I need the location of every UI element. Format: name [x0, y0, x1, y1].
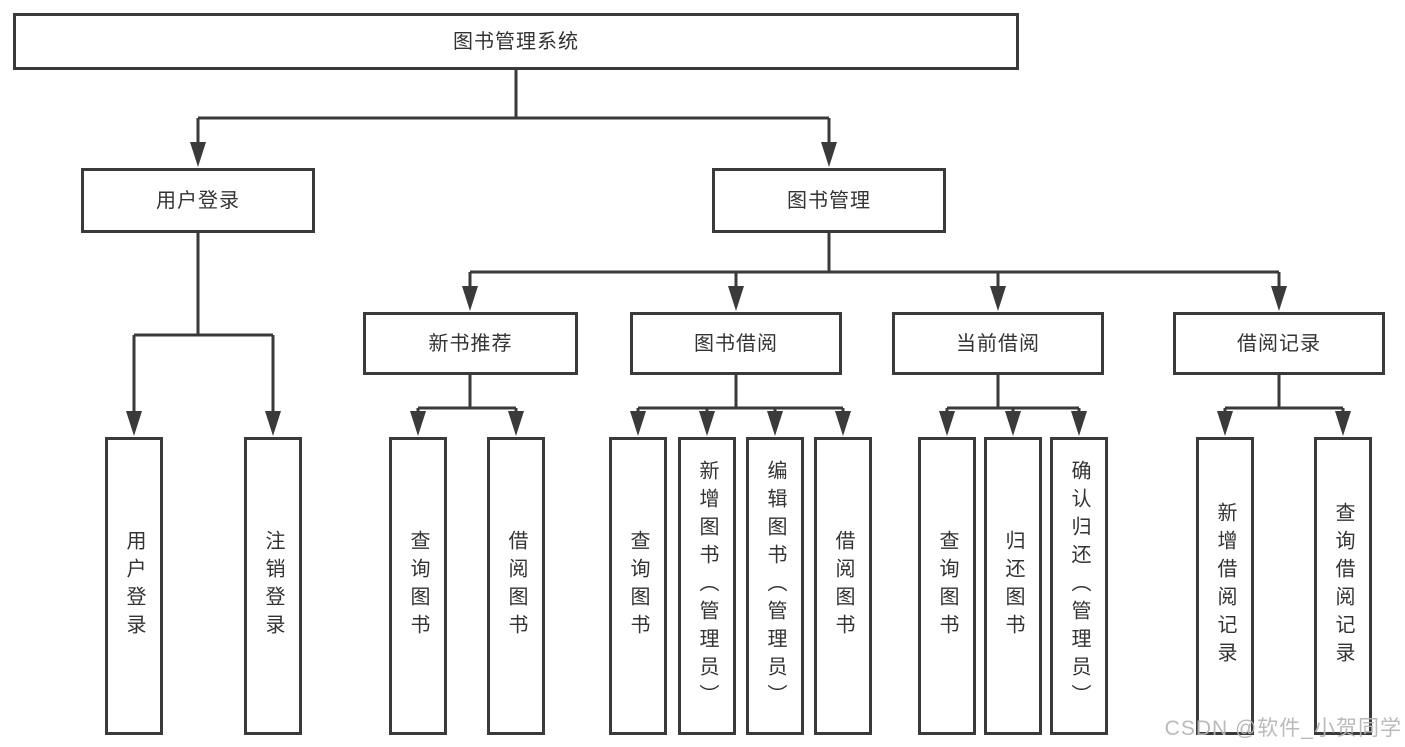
leaf-user-login: 用户登录 — [105, 437, 163, 735]
leaf-logout-login: 注销登录 — [244, 437, 302, 735]
leaf-current-return-books: 归还图书 — [984, 437, 1042, 735]
leaf-borrow-borrow-books: 借阅图书 — [814, 437, 872, 735]
node-borrowing-records: 借阅记录 — [1173, 312, 1385, 375]
leaf-records-query-record: 查询借阅记录 — [1314, 437, 1372, 735]
leaf-current-query-books: 查询图书 — [918, 437, 976, 735]
leaf-borrow-query-books: 查询图书 — [609, 437, 667, 735]
node-current-borrowing: 当前借阅 — [892, 312, 1104, 375]
node-book-management: 图书管理 — [712, 168, 946, 233]
node-book-borrowing: 图书借阅 — [630, 312, 842, 375]
leaf-rec-borrow-books: 借阅图书 — [487, 437, 545, 735]
watermark: CSDN @软件_小贺同学 — [1164, 717, 1402, 740]
leaf-borrow-edit-books-admin: 编辑图书（管理员） — [746, 437, 804, 735]
leaf-borrow-add-books-admin: 新增图书（管理员） — [678, 437, 736, 735]
leaf-current-confirm-return-admin: 确认归还（管理员） — [1050, 437, 1108, 735]
leaf-records-add-record: 新增借阅记录 — [1196, 437, 1254, 735]
leaf-rec-query-books: 查询图书 — [389, 437, 447, 735]
node-user-login: 用户登录 — [81, 168, 315, 233]
node-new-book-recommendation: 新书推荐 — [363, 312, 578, 375]
node-library-management-system: 图书管理系统 — [13, 13, 1019, 70]
